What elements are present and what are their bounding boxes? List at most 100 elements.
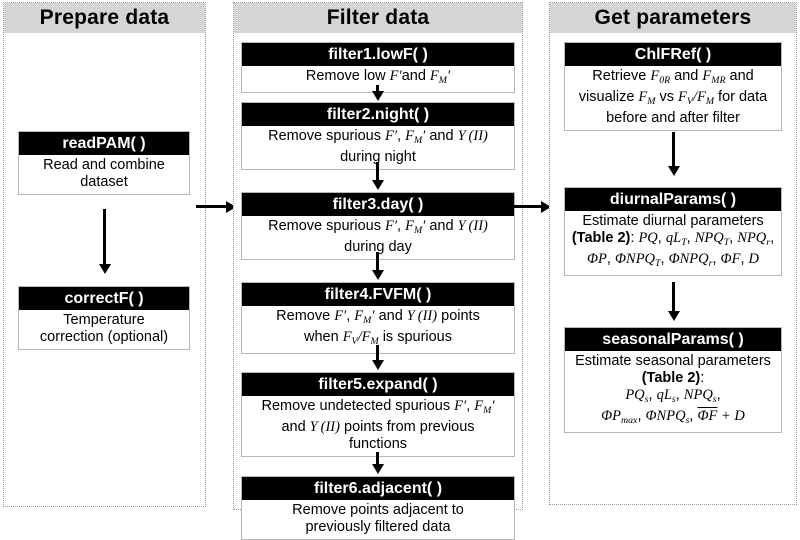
param-phinpqs: ΦNPQs — [645, 407, 690, 426]
readpam-desc-line2: dataset — [80, 174, 128, 190]
arrow-diurnal-to-seasonal — [672, 282, 675, 312]
chlfref-w3: and — [729, 68, 754, 84]
box-filter6-adjacent[interactable]: filter6.adjacent( ) Remove points adjace… — [241, 476, 515, 540]
chlfref-w7: before and after filter — [606, 109, 740, 126]
param-phipmax: ΦPmax — [601, 407, 638, 426]
param-pq: PQ — [638, 230, 658, 246]
panel-prepare-data: Prepare data readPAM( ) Read and combine… — [3, 2, 206, 507]
filter6-desc-line2: previously filtered data — [305, 519, 451, 535]
symbol-fmr: FMR — [702, 68, 726, 86]
diurnal-table-ref: (Table 2) — [571, 230, 631, 246]
box-filter1-title: filter1.lowF( ) — [242, 43, 514, 66]
arrow-filter4-to-filter5 — [376, 345, 379, 361]
box-filter6-title: filter6.adjacent( ) — [242, 477, 514, 500]
arrow-filter1-to-filter2 — [376, 85, 379, 92]
diurnal-line1: Estimate diurnal parameters — [582, 213, 764, 229]
symbol-fm-prime: FM′ — [429, 68, 451, 86]
filter3-w3: during day — [344, 238, 412, 255]
arrow-filter3-to-filter4 — [376, 252, 379, 271]
box-diurnalparams[interactable]: diurnalParams( ) Estimate diurnal parame… — [564, 187, 782, 276]
chlfref-w2: and — [674, 68, 699, 84]
filter3-w2: and — [429, 218, 454, 234]
box-seasonalparams[interactable]: seasonalParams( ) Estimate seasonal para… — [564, 327, 782, 433]
box-filter4-desc: Remove F′, FM′ and Y (II) points when FV… — [276, 308, 480, 347]
box-filter3-day[interactable]: filter3.day( ) Remove spurious F′, FM′ a… — [241, 192, 515, 260]
param-pqs: PQs — [625, 387, 649, 405]
panel-get-parameters: Get parameters ChlFRef( ) Retrieve F0R a… — [549, 2, 797, 505]
arrow-readpam-to-correctf — [103, 209, 106, 265]
arrow-filter5-to-filter6 — [376, 452, 379, 465]
box-readpam-desc: Read and combine dataset — [19, 155, 189, 194]
param-phip: ΦP — [587, 250, 607, 267]
box-diurnal-title: diurnalParams( ) — [565, 188, 781, 211]
symbol-yii: Y (II) — [406, 308, 438, 324]
symbol-f-prime: F′ — [334, 308, 347, 324]
box-filter3-title: filter3.day( ) — [242, 193, 514, 216]
arrow-prepare-to-filter — [196, 205, 226, 208]
box-readpam-title: readPAM( ) — [19, 132, 189, 155]
correctf-desc-line1: Temperature — [63, 312, 145, 328]
symbol-f-prime: F′ — [384, 218, 398, 234]
box-filter5-title: filter5.expand( ) — [242, 373, 514, 396]
filter5-w4: functions — [348, 435, 408, 452]
chlfref-w1: Retrieve — [592, 68, 647, 84]
filter4-w3: points — [441, 308, 480, 324]
param-phinpqt: ΦNPQT — [614, 250, 661, 269]
arrow-filter2-to-filter3 — [376, 162, 379, 181]
symbol-yii: Y (II) — [309, 418, 340, 435]
diurnal-colon: : — [630, 230, 635, 246]
filter2-w2: and — [429, 128, 454, 144]
param-qlt: qLT — [665, 230, 687, 248]
filter4-w2: and — [378, 308, 403, 324]
chlfref-w4: visualize — [578, 88, 635, 105]
filter1-w2: and — [401, 68, 426, 84]
symbol-fv-over-fm: FV/FM — [678, 88, 715, 107]
panel-filter-data: Filter data filter1.lowF( ) Remove low F… — [233, 2, 523, 540]
box-filter5-desc: Remove undetected spurious F′, FM′ and Y… — [261, 398, 495, 452]
symbol-f-prime: F′ — [389, 68, 402, 84]
symbol-fm-prime: FM′ — [474, 398, 495, 416]
param-npqt: NPQT — [694, 230, 730, 248]
box-filter2-night[interactable]: filter2.night( ) Remove spurious F′, FM′… — [241, 102, 515, 170]
box-chlfref-desc: Retrieve F0R and FMR and visualize FM vs… — [565, 66, 781, 130]
box-filter6-desc: Remove points adjacent to previously fil… — [242, 500, 514, 539]
filter4-w5: is spurious — [382, 328, 452, 345]
filter1-w1: Remove low — [305, 68, 386, 84]
filter3-w1: Remove spurious — [268, 218, 381, 234]
symbol-fm-prime: FM′ — [405, 218, 426, 236]
box-diurnal-desc: Estimate diurnal parameters (Table 2): P… — [571, 213, 775, 269]
box-filter2-desc: Remove spurious F′, FM′ and Y (II) durin… — [268, 128, 488, 165]
seasonal-line1: Estimate seasonal parameters — [575, 353, 771, 369]
flowchart-canvas: Prepare data readPAM( ) Read and combine… — [0, 0, 800, 515]
filter5-w1: Remove undetected spurious — [261, 398, 451, 414]
param-phifplusd: ΦF + D — [697, 407, 745, 424]
box-filter1-desc: Remove low F′and FM′ — [242, 66, 514, 92]
box-correctf[interactable]: correctF( ) Temperature correction (opti… — [18, 286, 190, 350]
symbol-f-prime: F′ — [454, 398, 467, 414]
filter4-w4: when — [303, 328, 339, 345]
box-filter4-fvfm[interactable]: filter4.FVFM( ) Remove F′, FM′ and Y (II… — [241, 282, 515, 354]
filter2-w3: during night — [340, 148, 416, 165]
box-correctf-desc: Temperature correction (optional) — [19, 310, 189, 349]
filter5-w2: and — [281, 418, 306, 435]
box-filter3-desc: Remove spurious F′, FM′ and Y (II) durin… — [268, 218, 488, 255]
readpam-desc-line1: Read and combine — [43, 157, 165, 173]
box-chlfref-title: ChlFRef( ) — [565, 43, 781, 66]
box-filter2-title: filter2.night( ) — [242, 103, 514, 126]
panel-filter-header: Filter data — [234, 3, 522, 33]
box-chlfref[interactable]: ChlFRef( ) Retrieve F0R and FMR and visu… — [564, 42, 782, 131]
panel-params-body: ChlFRef( ) Retrieve F0R and FMR and visu… — [550, 33, 796, 504]
box-filter1-lowf[interactable]: filter1.lowF( ) Remove low F′and FM′ — [241, 42, 515, 93]
symbol-f-prime: F′ — [384, 128, 398, 144]
box-filter5-expand[interactable]: filter5.expand( ) Remove undetected spur… — [241, 372, 515, 457]
seasonal-colon: : — [700, 370, 705, 386]
symbol-fm-prime: FM′ — [354, 308, 375, 326]
symbol-fm-prime: FM′ — [405, 128, 426, 146]
symbol-yii: Y (II) — [457, 218, 488, 234]
param-npqs: NPQs — [683, 387, 717, 405]
filter4-w1: Remove — [276, 308, 331, 324]
panel-filter-body: filter1.lowF( ) Remove low F′and FM′ fil… — [234, 33, 522, 540]
box-correctf-title: correctF( ) — [19, 287, 189, 310]
param-qls: qLs — [656, 387, 676, 405]
box-readpam[interactable]: readPAM( ) Read and combine dataset — [18, 131, 190, 195]
